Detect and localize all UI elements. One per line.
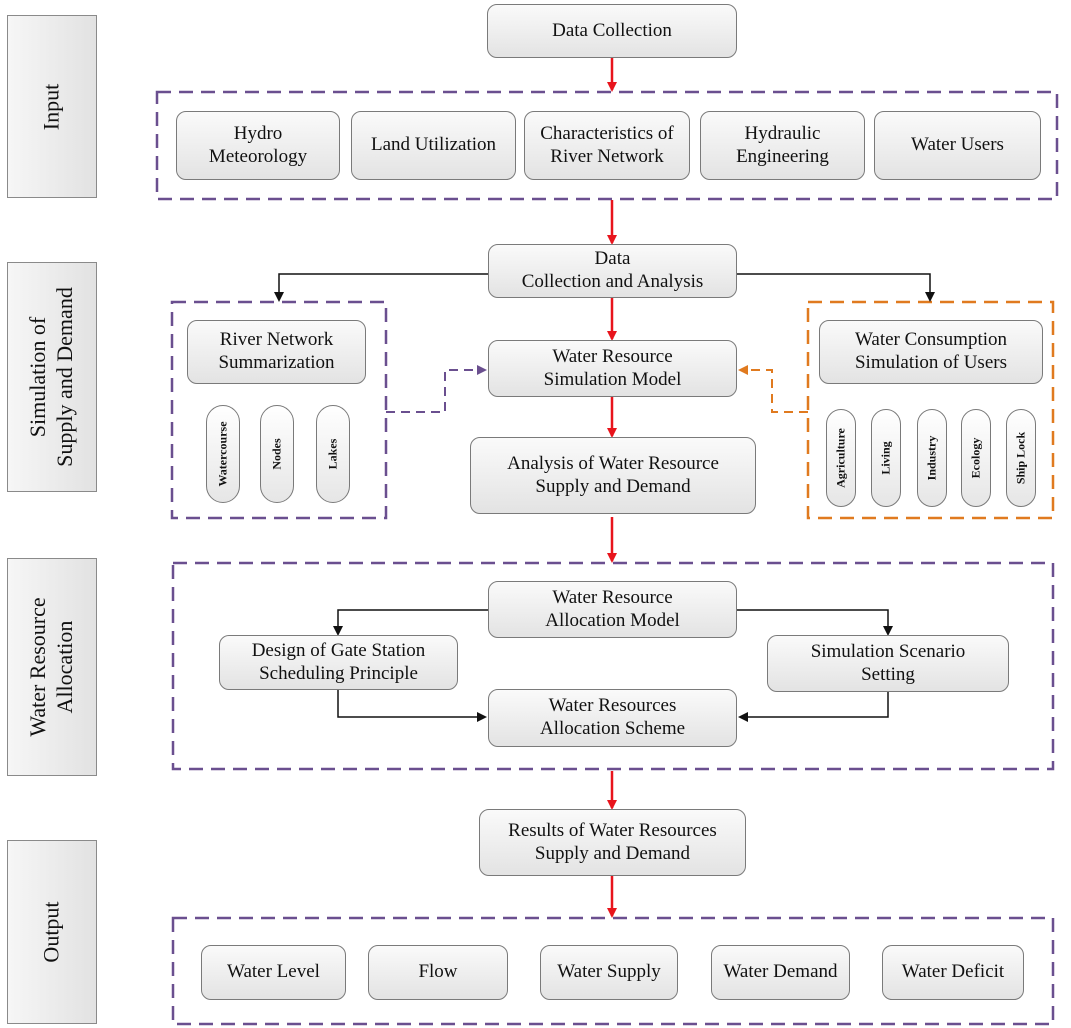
user-item-living: Living	[871, 409, 901, 507]
river-item-lakes: Lakes	[316, 405, 350, 503]
output-flow: Flow	[368, 945, 508, 1000]
arrow-river-to-model	[386, 365, 487, 413]
arrow-gate-to-scheme	[337, 690, 487, 722]
output-water-demand: Water Demand	[711, 945, 850, 1000]
user-item-ship-lock: Ship Lock	[1006, 409, 1036, 507]
arrow-consumption-to-model	[738, 365, 808, 413]
river-network-frame	[170, 300, 388, 520]
arrow-allocation-to-gate	[333, 609, 488, 636]
input-group-frame	[155, 90, 1059, 201]
output-water-level: Water Level	[201, 945, 346, 1000]
input-land-utilization: Land Utilization	[351, 111, 516, 180]
arrow-analysis-to-consumption	[737, 273, 935, 302]
output-group-frame	[171, 916, 1055, 1026]
data-collection-box: Data Collection	[487, 4, 737, 58]
river-item-watercourse: Watercourse	[206, 405, 240, 503]
arrow-allocation-to-scenario	[737, 609, 893, 636]
arrow-analysis-to-river	[274, 273, 488, 302]
input-water-users: Water Users	[874, 111, 1041, 180]
section-input: Input	[7, 15, 97, 198]
user-item-ecology: Ecology	[961, 409, 991, 507]
output-water-deficit: Water Deficit	[882, 945, 1024, 1000]
consumption-frame	[806, 300, 1055, 520]
river-item-nodes: Nodes	[260, 405, 294, 503]
user-item-industry: Industry	[917, 409, 947, 507]
output-water-supply: Water Supply	[540, 945, 678, 1000]
arrow-scenario-to-scheme	[738, 692, 889, 722]
section-output: Output	[7, 840, 97, 1024]
user-item-agriculture: Agriculture	[826, 409, 856, 507]
allocation-group-frame	[171, 561, 1055, 771]
